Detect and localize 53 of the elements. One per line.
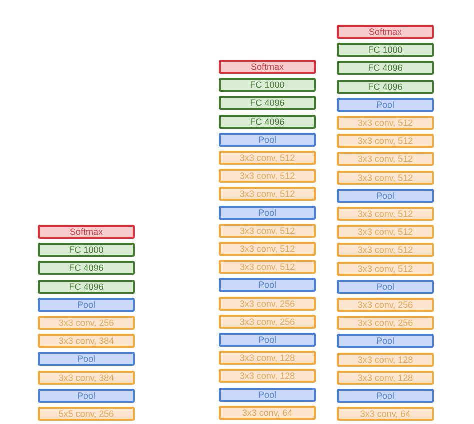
softmax-layer: Softmax bbox=[337, 25, 434, 39]
pooling-layer: Pool bbox=[219, 333, 316, 347]
pooling-layer: Pool bbox=[337, 334, 434, 348]
convolution-layer: 3x3 conv, 64 bbox=[337, 407, 434, 422]
softmax-layer: Softmax bbox=[38, 225, 135, 239]
convolution-layer: 3x3 conv, 64 bbox=[219, 406, 316, 420]
convolution-layer: 3x3 conv, 512 bbox=[337, 243, 434, 258]
convolution-layer: 3x3 conv, 512 bbox=[337, 152, 434, 166]
fully-connected-layer: FC 4096 bbox=[38, 280, 135, 294]
convolution-layer: 3x3 conv, 128 bbox=[337, 352, 434, 367]
convolution-layer: 3x3 conv, 256 bbox=[337, 316, 434, 330]
convolution-layer: 3x3 conv, 256 bbox=[219, 314, 316, 329]
convolution-layer: 3x3 conv, 256 bbox=[337, 298, 434, 312]
pooling-layer: Pool bbox=[38, 388, 135, 403]
pooling-layer: Pool bbox=[337, 98, 434, 112]
fully-connected-layer: FC 4096 bbox=[337, 61, 434, 76]
fully-connected-layer: FC 4096 bbox=[219, 96, 316, 110]
convolution-layer: 3x3 conv, 512 bbox=[219, 260, 316, 274]
convolution-layer: 3x3 conv, 512 bbox=[337, 116, 434, 130]
convolution-layer: 3x3 conv, 512 bbox=[219, 169, 316, 184]
convolution-layer: 3x3 conv, 256 bbox=[38, 316, 135, 330]
pooling-layer: Pool bbox=[219, 132, 316, 147]
pooling-layer: Pool bbox=[38, 352, 135, 366]
convolution-layer: 3x3 conv, 512 bbox=[219, 187, 316, 202]
convolution-layer: 3x3 conv, 512 bbox=[219, 151, 316, 165]
softmax-layer: Softmax bbox=[219, 60, 316, 74]
pooling-layer: Pool bbox=[219, 278, 316, 292]
pooling-layer: Pool bbox=[219, 206, 316, 220]
convolution-layer: 3x3 conv, 512 bbox=[337, 170, 434, 185]
fully-connected-layer: FC 4096 bbox=[219, 114, 316, 129]
convolution-layer: 3x3 conv, 512 bbox=[337, 134, 434, 148]
convolution-layer: 3x3 conv, 128 bbox=[337, 370, 434, 385]
convolution-layer: 3x3 conv, 512 bbox=[219, 242, 316, 256]
fully-connected-layer: FC 1000 bbox=[337, 43, 434, 58]
convolution-layer: 3x3 conv, 512 bbox=[219, 224, 316, 238]
convolution-layer: 3x3 conv, 128 bbox=[219, 351, 316, 366]
convolution-layer: 3x3 conv, 256 bbox=[219, 296, 316, 311]
convolution-layer: 3x3 conv, 384 bbox=[38, 370, 135, 385]
convolution-layer: 3x3 conv, 512 bbox=[337, 262, 434, 276]
convolution-layer: 5x5 conv, 256 bbox=[38, 407, 135, 421]
convolution-layer: 3x3 conv, 512 bbox=[337, 207, 434, 221]
pooling-layer: Pool bbox=[219, 388, 316, 402]
pooling-layer: Pool bbox=[337, 389, 434, 403]
pooling-layer: Pool bbox=[337, 280, 434, 294]
convolution-layer: 3x3 conv, 384 bbox=[38, 334, 135, 348]
pooling-layer: Pool bbox=[38, 298, 135, 312]
fully-connected-layer: FC 4096 bbox=[337, 80, 434, 94]
convolution-layer: 3x3 conv, 128 bbox=[219, 369, 316, 384]
pooling-layer: Pool bbox=[337, 188, 434, 203]
fully-connected-layer: FC 4096 bbox=[38, 261, 135, 276]
fully-connected-layer: FC 1000 bbox=[38, 243, 135, 258]
convolution-layer: 3x3 conv, 512 bbox=[337, 225, 434, 240]
fully-connected-layer: FC 1000 bbox=[219, 78, 316, 92]
